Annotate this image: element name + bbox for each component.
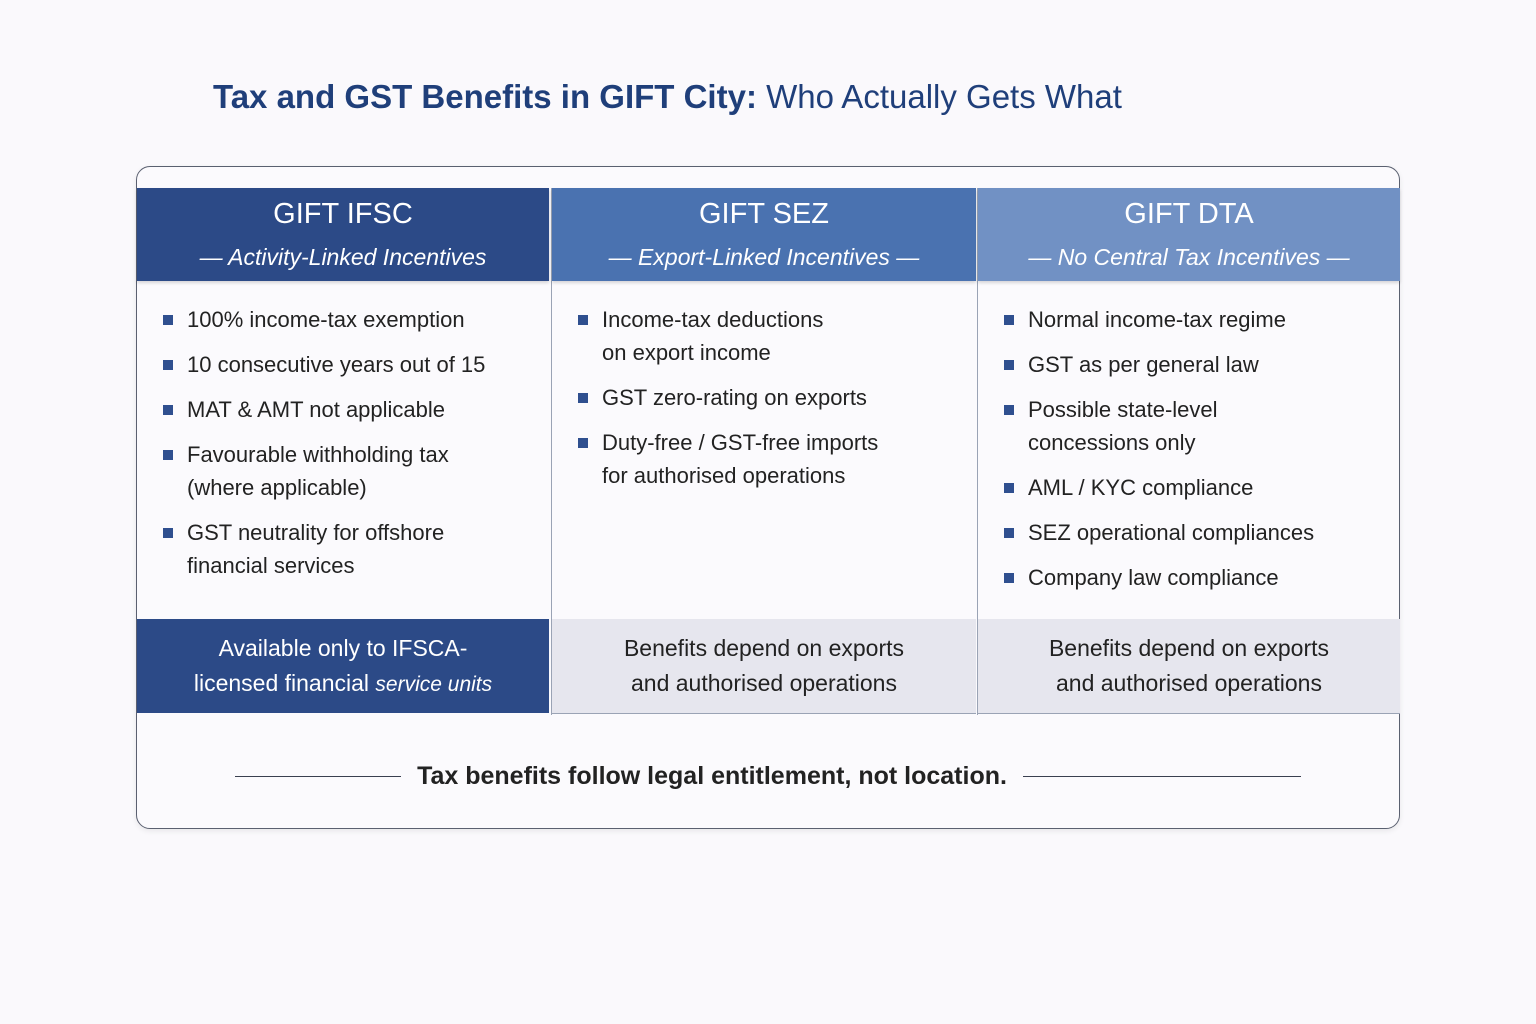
item-line: for authorised operations <box>602 463 846 488</box>
bullet-square-icon <box>163 405 173 415</box>
list-item: GST zero-rating on exports <box>578 381 976 414</box>
note-line: licensed financial <box>193 669 376 696</box>
item-line: Income-tax deductions <box>602 307 824 332</box>
item-text: MAT & AMT not applicable <box>187 393 445 426</box>
bullet-square-icon <box>578 438 588 448</box>
item-line: Favourable withholding tax <box>187 442 449 467</box>
column-name: GIFT SEZ <box>699 198 829 230</box>
title-bold: Tax and GST Benefits in GIFT City: <box>213 78 757 115</box>
item-line: concessions only <box>1028 430 1196 455</box>
item-line: Possible state-level <box>1028 397 1218 422</box>
item-text: 10 consecutive years out of 15 <box>187 348 485 381</box>
column-name: GIFT IFSC <box>273 198 413 230</box>
comparison-card: GIFT IFSC — Activity-Linked Incentives 1… <box>136 166 1400 829</box>
note-line: Benefits depend on exports <box>1048 635 1330 661</box>
bullet-square-icon <box>578 315 588 325</box>
column-subtitle: — Export-Linked Incentives — <box>608 244 920 270</box>
bullet-square-icon <box>1004 315 1014 325</box>
column-gift-ifsc: GIFT IFSC — Activity-Linked Incentives 1… <box>137 188 549 715</box>
item-text: Favourable withholding tax (where applica… <box>187 438 449 504</box>
item-text: SEZ operational compliances <box>1028 516 1314 549</box>
note-line: and authorised operations <box>631 670 897 696</box>
note-line: Benefits depend on exports <box>623 635 905 661</box>
eligibility-note: Benefits depend on exports and authorise… <box>552 619 976 714</box>
item-text: Income-tax deductions on export income <box>602 303 823 369</box>
bullet-square-icon <box>1004 360 1014 370</box>
column-gift-sez: GIFT SEZ — Export-Linked Incentives — In… <box>551 188 976 715</box>
list-item: Favourable withholding tax (where applica… <box>163 438 549 504</box>
column-gift-dta: GIFT DTA — No Central Tax Incentives — N… <box>977 188 1400 715</box>
page-title: Tax and GST Benefits in GIFT City: Who A… <box>213 78 1122 116</box>
item-text: GST zero-rating on exports <box>602 381 867 414</box>
note-line: and authorised operations <box>1056 670 1322 696</box>
note-line-italic: service units <box>375 672 493 696</box>
item-line: Normal income-tax regime <box>1028 307 1286 332</box>
item-line: financial services <box>187 553 355 578</box>
item-text: Company law compliance <box>1028 561 1279 594</box>
column-subtitle: — No Central Tax Incentives — <box>1028 244 1350 270</box>
list-item: GST neutrality for offshore financial ser… <box>163 516 549 582</box>
list-item: Duty-free / GST-free imports for authoris… <box>578 426 976 492</box>
benefit-list: 100% income-tax exemption 10 consecutive … <box>137 281 549 619</box>
bullet-square-icon <box>163 315 173 325</box>
list-item: GST as per general law <box>1004 348 1400 381</box>
bullet-square-icon <box>1004 528 1014 538</box>
column-name: GIFT DTA <box>1124 198 1254 230</box>
bullet-square-icon <box>163 360 173 370</box>
item-line: Company law compliance <box>1028 565 1279 590</box>
bullet-square-icon <box>578 393 588 403</box>
bullet-square-icon <box>1004 405 1014 415</box>
list-item: AML / KYC compliance <box>1004 471 1400 504</box>
item-text: Normal income-tax regime <box>1028 303 1286 336</box>
list-item: Normal income-tax regime <box>1004 303 1400 336</box>
list-item: MAT & AMT not applicable <box>163 393 549 426</box>
item-text: 100% income-tax exemption <box>187 303 465 336</box>
bullet-square-icon <box>163 450 173 460</box>
item-line: GST as per general law <box>1028 352 1259 377</box>
note-line: Available only to IFSCA- <box>218 634 468 661</box>
eligibility-note: Available only to IFSCA- licensed financ… <box>137 619 549 713</box>
column-header: GIFT IFSC — Activity-Linked Incentives <box>137 188 549 281</box>
list-item: 100% income-tax exemption <box>163 303 549 336</box>
divider-line <box>1022 776 1301 777</box>
list-item: SEZ operational compliances <box>1004 516 1400 549</box>
item-line: 100% income-tax exemption <box>187 307 465 332</box>
column-header: GIFT DTA — No Central Tax Incentives — <box>978 188 1400 281</box>
item-text: GST as per general law <box>1028 348 1259 381</box>
item-line: AML / KYC compliance <box>1028 475 1254 500</box>
divider-line <box>235 776 402 777</box>
list-item: 10 consecutive years out of 15 <box>163 348 549 381</box>
list-item: Income-tax deductions on export income <box>578 303 976 369</box>
tagline: Tax benefits follow legal entitlement, n… <box>417 762 1007 790</box>
column-subtitle: — Activity-Linked Incentives <box>199 244 487 270</box>
item-line: GST neutrality for offshore <box>187 520 445 545</box>
item-line: MAT & AMT not applicable <box>187 397 446 422</box>
item-line: SEZ operational compliances <box>1028 520 1315 545</box>
bullet-square-icon <box>1004 573 1014 583</box>
item-line: GST zero-rating on exports <box>602 385 867 410</box>
bullet-square-icon <box>163 528 173 538</box>
item-text: AML / KYC compliance <box>1028 471 1253 504</box>
list-item: Possible state-level concessions only <box>1004 393 1400 459</box>
eligibility-note: Benefits depend on exports and authorise… <box>978 619 1400 714</box>
list-item: Company law compliance <box>1004 561 1400 594</box>
tagline-row: Tax benefits follow legal entitlement, n… <box>137 762 1399 791</box>
item-text: Possible state-level concessions only <box>1028 393 1218 459</box>
item-line: (where applicable) <box>187 475 367 500</box>
bullet-square-icon <box>1004 483 1014 493</box>
item-line: Duty-free / GST-free imports <box>602 430 879 455</box>
item-line: 10 consecutive years out of 15 <box>187 352 486 377</box>
item-text: GST neutrality for offshore financial ser… <box>187 516 444 582</box>
item-line: on export income <box>602 340 771 365</box>
title-rest: Who Actually Gets What <box>756 78 1122 115</box>
item-text: Duty-free / GST-free imports for authoris… <box>602 426 878 492</box>
column-header: GIFT SEZ — Export-Linked Incentives — <box>552 188 976 281</box>
